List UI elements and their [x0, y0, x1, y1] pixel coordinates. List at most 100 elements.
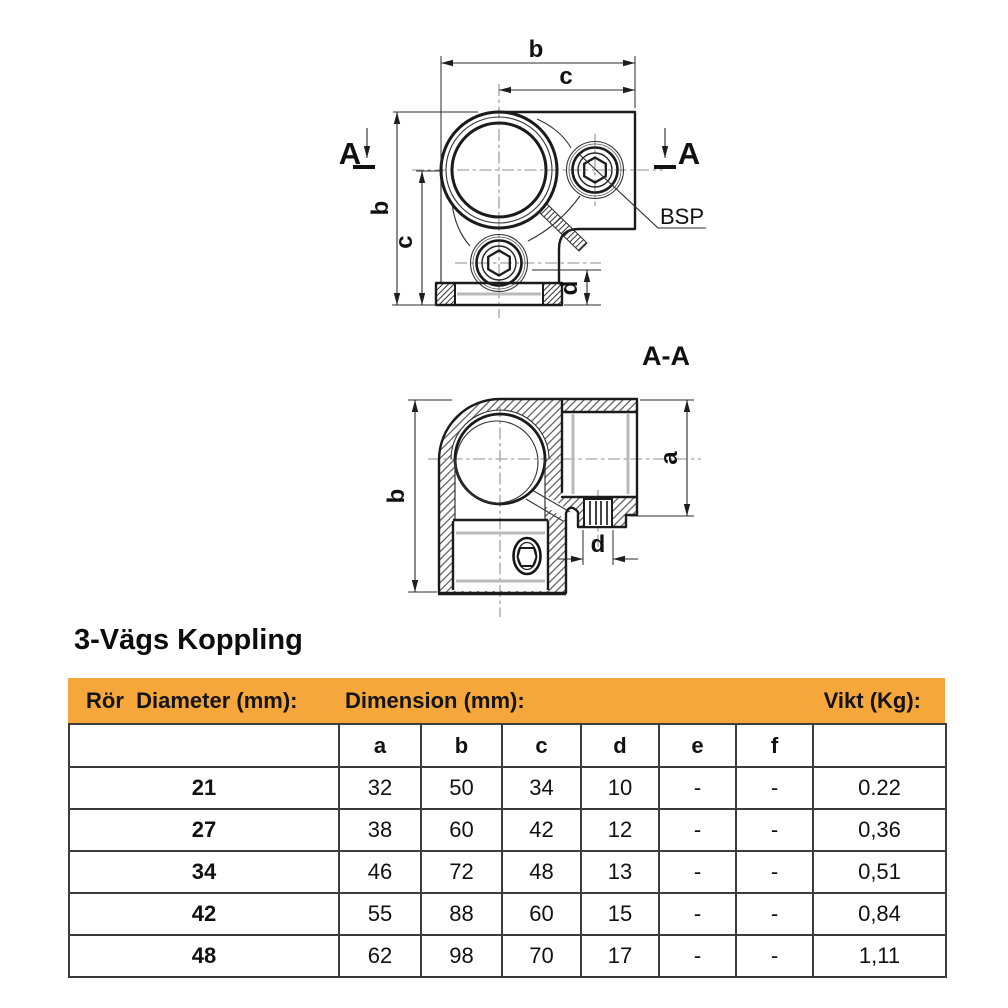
dim-c-left: c [391, 170, 443, 305]
section-view-label: A-A [642, 341, 690, 371]
header-weight: Vikt (Kg): [823, 688, 921, 713]
table-row: 48 62 98 70 17 - - 1,11 [68, 934, 947, 978]
dim-e-cell: - [658, 934, 737, 978]
table-row: 21 32 50 34 10 - - 0.22 [68, 766, 947, 810]
dim-a-cell: 32 [338, 766, 422, 810]
dim-b-section: b [383, 399, 452, 593]
table-row: 34 46 72 48 13 - - 0,51 [68, 850, 947, 894]
dim-b-cell: 72 [420, 850, 503, 894]
arm-bore [560, 397, 639, 499]
dim-label-d: d [556, 281, 583, 296]
dim-d-cell: 17 [580, 934, 660, 978]
dim-c-top: c [499, 63, 635, 94]
table-header-band: Rör Diameter (mm): Dimension (mm): Vikt … [68, 678, 945, 723]
main-bore-outer [439, 110, 559, 230]
table-row: 27 38 60 42 12 - - 0,36 [68, 808, 947, 852]
diameter-cell: 34 [68, 850, 340, 894]
dim-a-cell: 55 [338, 892, 422, 936]
dim-label-c: c [559, 63, 572, 90]
dim-label-d: d [591, 531, 606, 558]
spec-table: Rör Diameter (mm): Dimension (mm): Vikt … [68, 678, 947, 978]
dim-e-cell: - [658, 808, 737, 852]
dim-b-cell: 88 [420, 892, 503, 936]
column-letter-row: a b c d e f [68, 723, 947, 768]
dim-d-cell: 13 [580, 850, 660, 894]
dim-c-cell: 60 [501, 892, 582, 936]
col-header-f: f [735, 723, 814, 768]
slit-edge [531, 489, 571, 513]
dim-a-cell: 46 [338, 850, 422, 894]
diameter-cell: 48 [68, 934, 340, 978]
main-bore-thin [445, 116, 553, 224]
dim-d-cell: 15 [580, 892, 660, 936]
section-marker-left: A [339, 128, 375, 171]
dim-label-b: b [529, 36, 544, 63]
chamber-arc [450, 409, 550, 460]
dim-a-cell: 38 [338, 808, 422, 852]
table-row: 42 55 88 60 15 - - 0,84 [68, 892, 947, 936]
section-marker-right: A [654, 128, 700, 171]
dim-f-cell: - [735, 850, 814, 894]
bsp-label: BSP [660, 204, 704, 229]
dim-b-cell: 50 [420, 766, 503, 810]
section-letter: A [678, 136, 700, 171]
dim-label-c: c [391, 235, 418, 248]
dim-b-top: b [440, 36, 636, 166]
weight-cell: 0.22 [812, 766, 947, 810]
diameter-cell: 21 [68, 766, 340, 810]
dim-c-cell: 48 [501, 850, 582, 894]
section-body-hatch [439, 399, 637, 593]
dim-f-cell: - [735, 892, 814, 936]
main-bore-inner [450, 121, 548, 219]
slit-band [528, 488, 572, 519]
col-header-e: e [658, 723, 737, 768]
dim-e-cell: - [658, 850, 737, 894]
dim-b-cell: 98 [420, 934, 503, 978]
weight-cell: 1,11 [812, 934, 947, 978]
dim-d-top-view: d [532, 269, 601, 306]
boss-arc [527, 195, 581, 242]
section-letter: A [339, 136, 361, 171]
hex-screw-section [512, 536, 542, 576]
diameter-cell: 27 [68, 808, 340, 852]
hex-socket [516, 547, 538, 567]
page-title: 3-Vägs Koppling [74, 624, 303, 656]
dim-d-section: d [558, 530, 638, 565]
weight-cell: 0,36 [812, 808, 947, 852]
flange [434, 281, 564, 307]
weight-cell: 0,84 [812, 892, 947, 936]
dim-d-cell: 10 [580, 766, 660, 810]
dim-label-b: b [367, 201, 394, 216]
spacer-cell [812, 723, 947, 768]
dim-a-section: a [630, 399, 694, 517]
dim-b-left: b [367, 111, 478, 306]
set-screw-section [583, 498, 613, 528]
dim-f-cell: - [735, 766, 814, 810]
col-header-b: b [420, 723, 503, 768]
dim-c-cell: 34 [501, 766, 582, 810]
diameter-cell: 42 [68, 892, 340, 936]
dim-f-cell: - [735, 934, 814, 978]
dim-f-cell: - [735, 808, 814, 852]
dim-a-cell: 62 [338, 934, 422, 978]
set-screw-side [565, 140, 625, 200]
dim-e-cell: - [658, 766, 737, 810]
dim-label-a: a [656, 451, 683, 465]
hex-socket [487, 249, 511, 277]
section-view: A-A [383, 341, 701, 617]
spacer-cell [68, 723, 340, 768]
dim-label-b: b [383, 489, 410, 504]
dim-c-cell: 42 [501, 808, 582, 852]
col-header-d: d [580, 723, 660, 768]
technical-drawing: BSP A A b [339, 36, 706, 617]
weight-cell: 0,51 [812, 850, 947, 894]
header-dimension: Dimension (mm): [345, 688, 525, 713]
hex-socket [583, 156, 607, 184]
dim-d-cell: 12 [580, 808, 660, 852]
top-view: BSP A A b [339, 36, 706, 318]
section-outline [437, 397, 639, 595]
set-screw-bottom [469, 233, 529, 293]
boss-arc [536, 118, 572, 149]
clamp-slit [538, 203, 588, 252]
